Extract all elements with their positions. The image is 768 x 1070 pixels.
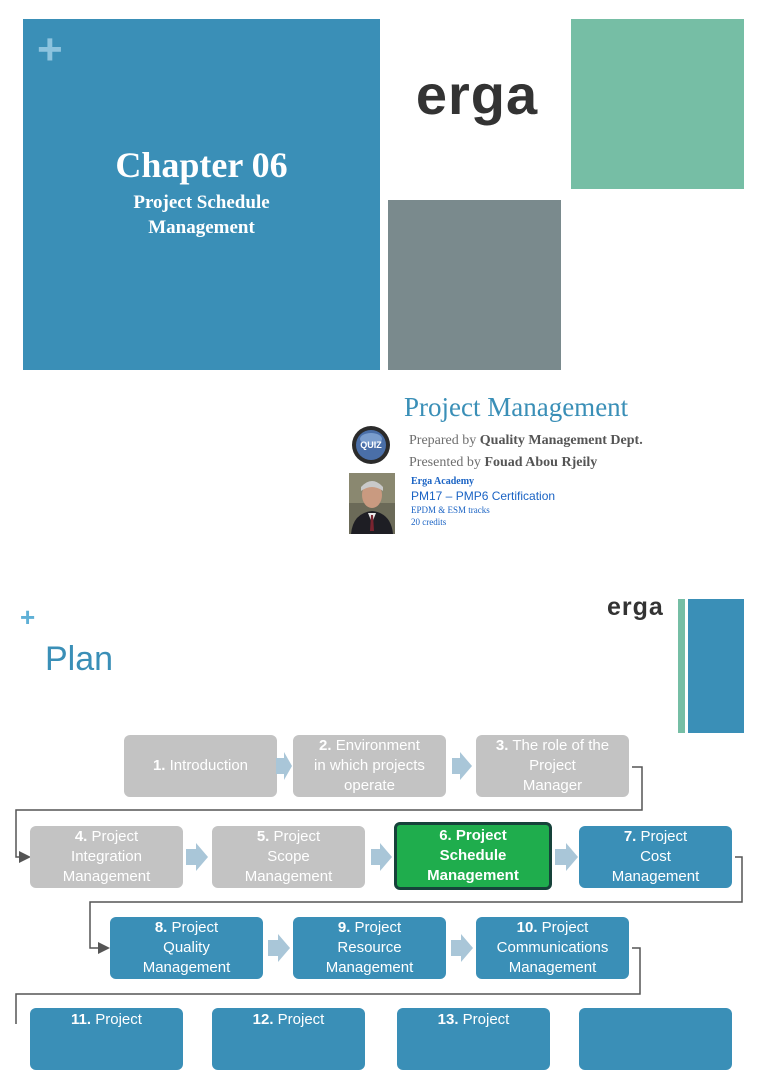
step-8-quality[interactable]: 8. Project Quality Management <box>110 917 263 979</box>
presenter-photo <box>349 473 395 534</box>
step-11[interactable]: 11. Project <box>30 1008 183 1070</box>
step-6-schedule-current[interactable]: 6. Project Schedule Management <box>394 822 552 890</box>
decorative-gray-block <box>388 200 561 370</box>
step-10-communications[interactable]: 10. Project Communications Management <box>476 917 629 979</box>
decorative-green-strip <box>678 599 685 733</box>
prepared-value: Quality Management Dept. <box>479 433 643 448</box>
decorative-blue-strip <box>688 599 744 733</box>
presented-value: Fouad Abou Rjeily <box>484 455 598 470</box>
erga-logo: erga <box>415 63 539 126</box>
step-4-integration[interactable]: 4. Project Integration Management <box>30 826 183 888</box>
flow-connectors <box>15 766 743 1024</box>
chapter-title: Chapter 06 <box>115 145 288 185</box>
tracks-label: EPDM & ESM tracks <box>411 505 490 515</box>
decorative-green-block <box>571 19 744 189</box>
plus-icon: + <box>20 602 36 632</box>
step-14[interactable] <box>579 1008 732 1070</box>
svg-text:QUIZ: QUIZ <box>360 440 382 450</box>
presented-label: Presented by <box>409 455 481 470</box>
title-panel <box>23 19 380 370</box>
step-2-environment[interactable]: 2. Environment in which projects operate <box>293 735 446 797</box>
credits-label: 20 credits <box>411 517 447 527</box>
erga-logo-small: erga <box>607 593 664 621</box>
certification-label: PM17 – PMP6 Certification <box>411 489 556 503</box>
plan-title: Plan <box>45 640 114 678</box>
course-title: Project Management <box>404 392 629 422</box>
step-9-resource[interactable]: 9. Project Resource Management <box>293 917 446 979</box>
academy-name: Erga Academy <box>411 476 475 487</box>
step-3-role-of-pm[interactable]: 3. The role of the Project Manager <box>476 735 629 797</box>
step-7-cost[interactable]: 7. Project Cost Management <box>579 826 732 888</box>
prepared-label: Prepared by <box>409 433 477 448</box>
presented-by: Presented by Fouad Abou Rjeily <box>409 455 597 471</box>
step-13[interactable]: 13. Project <box>397 1008 550 1070</box>
plus-icon: + <box>37 25 63 74</box>
chapter-subtitle: Project Schedule Management <box>133 192 270 238</box>
step-12[interactable]: 12. Project <box>212 1008 365 1070</box>
prepared-by: Prepared by Quality Management Dept. <box>409 433 643 449</box>
quiz-button-icon: QUIZ <box>351 425 391 465</box>
step-1-introduction[interactable]: 1. Introduction <box>124 735 277 797</box>
step-5-scope[interactable]: 5. Project Scope Management <box>212 826 365 888</box>
